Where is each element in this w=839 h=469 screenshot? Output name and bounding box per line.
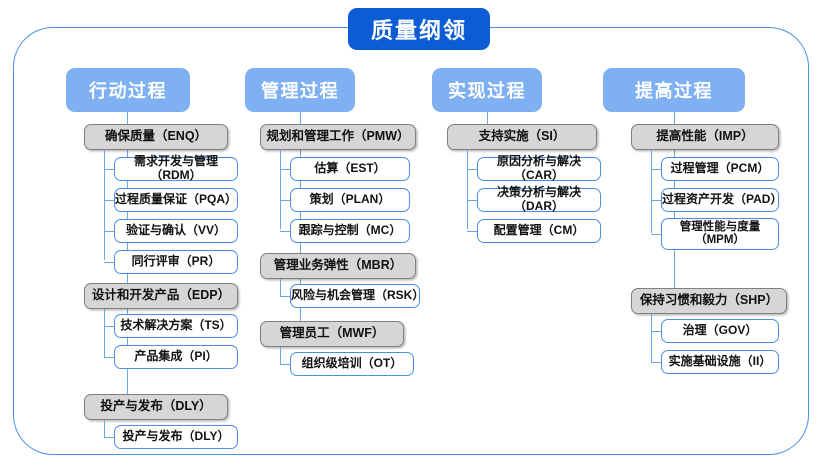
leaf-box-rdm[interactable]: 需求开发与管理（RDM） [114, 154, 238, 182]
leaf-box-rsk[interactable]: 风险与机会管理（RSK） [290, 284, 424, 308]
group-box-imp[interactable]: 提高性能（IMP） [631, 124, 779, 150]
group-box-mwf[interactable]: 管理员工（MWF） [260, 321, 404, 347]
leaf-box-pcm[interactable]: 过程管理（PCM） [661, 157, 779, 181]
leaf-box-pad[interactable]: 过程资产开发（PAD） [661, 188, 782, 212]
connector-stub [280, 200, 292, 202]
connector-stub [104, 169, 116, 171]
connector-stub [651, 200, 663, 202]
group-box-shp[interactable]: 保持习惯和毅力（SHP） [631, 288, 787, 314]
leaf-box-dar[interactable]: 决策分析与解决（DAR） [477, 185, 601, 213]
column-header-4[interactable]: 提高过程 [603, 68, 745, 112]
leaf-box-ii[interactable]: 实施基础设施（II） [661, 350, 779, 374]
leaf-box-est[interactable]: 估算（EST） [290, 157, 410, 181]
leaf-box-pi[interactable]: 产品集成（PI） [114, 345, 238, 369]
connector-stub [104, 200, 116, 202]
leaf-box-pr[interactable]: 同行评审（PR） [114, 250, 238, 274]
connector-stub [467, 231, 479, 233]
group-box-edp[interactable]: 设计和开发产品（EDP） [84, 283, 238, 309]
connector-stub [651, 362, 663, 364]
leaf-box-pqa[interactable]: 过程质量保证（PQA） [114, 188, 238, 212]
column-header-3[interactable]: 实现过程 [432, 68, 542, 112]
group-spine-dly [104, 420, 106, 438]
group-spine-mbr [280, 279, 282, 297]
leaf-box-mpm[interactable]: 管理性能与度量（MPM） [661, 218, 779, 250]
connector-stub [651, 234, 663, 236]
connector-stub [651, 169, 663, 171]
connector-stub [280, 231, 292, 233]
connector-stub [104, 357, 116, 359]
connector-stub [104, 326, 116, 328]
group-spine-edp [104, 309, 106, 357]
connector-stub [104, 231, 116, 233]
group-spine-imp [651, 150, 653, 233]
column-header-2[interactable]: 管理过程 [245, 68, 355, 112]
group-spine-pmw [280, 150, 282, 229]
group-box-pmw[interactable]: 规划和管理工作（PMW） [260, 124, 416, 150]
leaf-box-ot[interactable]: 组织级培训（OT） [290, 352, 414, 376]
group-spine-enq [104, 150, 106, 260]
leaf-box-vv[interactable]: 验证与确认（VV） [114, 219, 238, 243]
connector-stub [280, 296, 292, 298]
leaf-box-ts[interactable]: 技术解决方案（TS） [114, 314, 238, 338]
connector-stub [280, 364, 292, 366]
leaf-box-gov[interactable]: 治理（GOV） [661, 319, 779, 343]
leaf-box-mc[interactable]: 跟踪与控制（MC） [290, 219, 410, 243]
leaf-box-cm[interactable]: 配置管理（CM） [477, 219, 601, 243]
leaf-box-car[interactable]: 原因分析与解决（CAR） [477, 154, 601, 182]
group-spine-mwf [280, 347, 282, 365]
group-box-dly[interactable]: 投产与发布（DLY） [84, 394, 228, 420]
leaf-box-dly[interactable]: 投产与发布（DLY） [114, 425, 238, 449]
leaf-box-plan[interactable]: 策划（PLAN） [290, 188, 410, 212]
connector-stub [280, 169, 292, 171]
group-spine-si [467, 150, 469, 229]
group-box-si[interactable]: 支持实施（SI） [447, 124, 597, 150]
column-header-1[interactable]: 行动过程 [66, 68, 190, 112]
group-spine-shp [651, 314, 653, 362]
connector-stub [104, 437, 116, 439]
root-title: 质量纲领 [348, 8, 490, 50]
connector-stub [104, 262, 116, 264]
connector-stub [467, 169, 479, 171]
connector-stub [467, 200, 479, 202]
connector-stub [651, 331, 663, 333]
group-box-enq[interactable]: 确保质量（ENQ） [84, 124, 228, 150]
group-box-mbr[interactable]: 管理业务弹性（MBR） [260, 253, 416, 279]
